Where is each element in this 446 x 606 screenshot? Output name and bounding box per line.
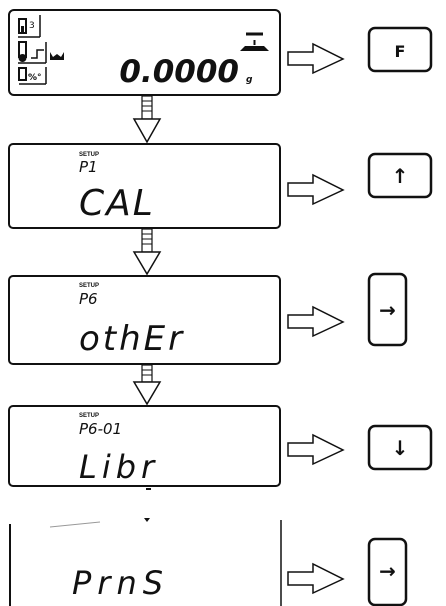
submenu-code: P6	[79, 290, 98, 308]
f-key-icon: F	[395, 42, 406, 61]
menu-item-text: CAL	[79, 183, 155, 224]
right-arrow-4-icon	[287, 433, 345, 466]
percent-icon: %°	[18, 67, 47, 85]
down-arrow-4-icon	[144, 488, 151, 522]
up-key-button[interactable]: ↑	[367, 152, 433, 199]
menu-item-text: othEr	[79, 319, 185, 359]
svg-text:%°: %°	[28, 73, 42, 83]
menu-item-text: Libr	[79, 448, 159, 486]
setup-label: SETUP	[79, 413, 99, 419]
setup-label: SETUP	[79, 152, 99, 158]
f-key-button[interactable]: F	[367, 26, 433, 73]
weight-unit: g	[246, 75, 253, 85]
display-screen-p1-cal: SETUP P1 CAL	[8, 143, 281, 229]
right-key-button[interactable]: →	[367, 272, 408, 347]
display-screen-p6-01-libr: SETUP P6-01 Libr	[8, 405, 281, 487]
down-arrow-3-icon	[132, 364, 162, 406]
thermometer-icon	[18, 41, 64, 64]
submenu-code: P1	[79, 158, 98, 176]
weight-readout: 0.0000	[119, 54, 239, 90]
arrow-right-icon: →	[379, 559, 396, 583]
down-arrow-2-icon	[132, 228, 162, 276]
svg-text:3: 3	[29, 21, 35, 31]
arrow-down-icon: ↓	[392, 436, 409, 460]
right-arrow-5-icon	[287, 562, 345, 595]
stability-indicator-icon	[240, 32, 269, 51]
right-arrow-2-icon	[287, 173, 345, 206]
down-arrow-1-icon	[132, 95, 162, 144]
display-screen-p6-other: SETUP P6 othEr	[8, 275, 281, 365]
submenu-code: P6-01	[79, 420, 122, 438]
menu-item-text: PrnS	[72, 564, 169, 602]
display-screen-prns: PrnS	[9, 520, 282, 606]
setup-label: SETUP	[79, 283, 99, 289]
right-key-button-2[interactable]: →	[367, 537, 408, 606]
arrow-up-icon: ↑	[392, 164, 409, 188]
display-screen-weighing: 3 %° 0.0000 g	[8, 9, 281, 96]
arrow-right-icon: →	[379, 298, 396, 322]
down-key-button[interactable]: ↓	[367, 424, 433, 471]
thermometer-calibration-icon: 3	[18, 15, 41, 38]
right-arrow-3-icon	[287, 305, 345, 338]
right-arrow-1-icon	[287, 42, 345, 75]
